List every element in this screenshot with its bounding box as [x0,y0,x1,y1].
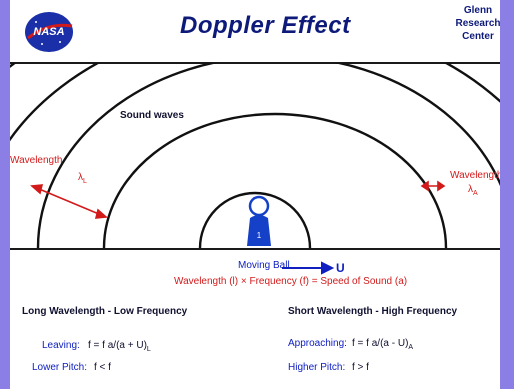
wavelength-left-label: Wavelength [10,155,63,166]
center-line-1: Glenn [463,5,493,16]
approaching-formula: f = f a/(a - U)A [352,338,414,351]
center-name: Glenn Research Center [442,4,500,43]
nasa-logo-text: NASA [33,26,64,38]
lower-pitch-label: Lower Pitch: [32,362,88,373]
leaving-formula: f = f a/(a + U)L [88,340,151,353]
diagram-sheet: NASA Doppler Effect Glenn Research Cente… [10,0,500,389]
speed-equation: Wavelength (l) × Frequency (f) = Speed o… [174,276,408,287]
lambda-right: λA [468,184,478,197]
leaving-label: Leaving: [42,340,80,351]
moving-ball [247,195,271,246]
wave-front-1 [198,191,312,248]
lambda-left: λL [78,172,87,185]
left-heading: Long Wavelength - Low Frequency [22,306,188,317]
center-line-3: Center [462,31,494,42]
higher-pitch-label: Higher Pitch: [288,362,346,373]
wavelength-right-label: Wavelength [450,170,500,181]
wavelength-left-marker [30,184,108,219]
wave-front-2 [102,112,448,248]
velocity-symbol: U [336,261,345,275]
approaching-label: Approaching: [288,338,347,349]
higher-pitch-formula: f > f [352,362,369,373]
lower-pitch-formula: f < f [94,362,111,373]
velocity-arrow [282,261,335,275]
svg-text:1: 1 [257,231,262,240]
sound-waves-label: Sound waves [120,110,184,121]
header-divider [10,62,500,64]
baseline-divider [10,248,500,250]
wave-front-3 [36,63,500,248]
right-heading: Short Wavelength - High Frequency [288,306,458,317]
nasa-logo: NASA [25,12,73,52]
moving-ball-label: Moving Ball [238,260,290,271]
wavelength-right-marker [420,180,446,192]
wave-diagram: 1 [10,63,500,275]
center-line-2: Research [455,18,500,29]
page-title: Doppler Effect [180,12,351,39]
